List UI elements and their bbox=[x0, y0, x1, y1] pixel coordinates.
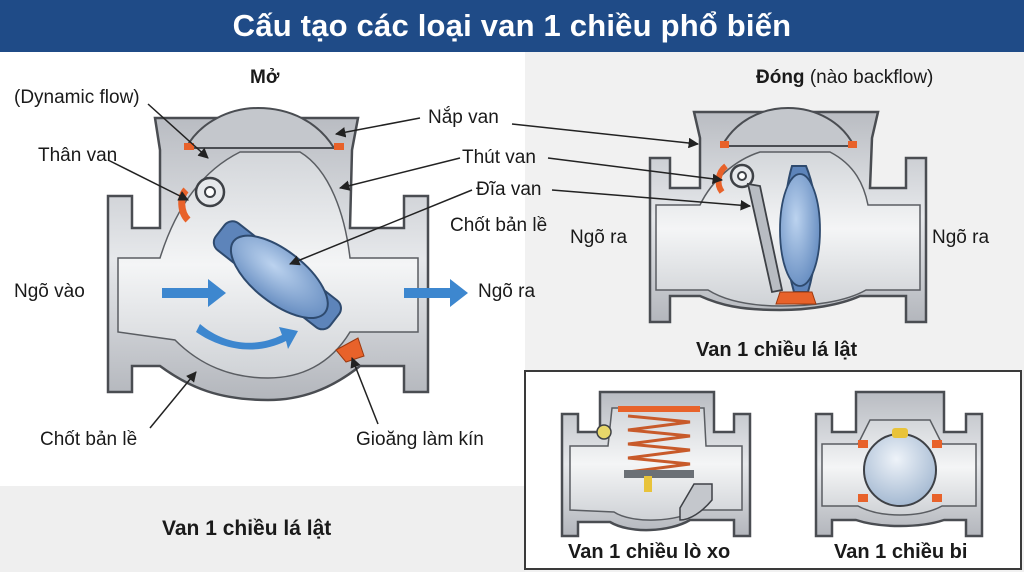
label-hinge-pin-2: Chốt bản lề bbox=[450, 215, 548, 236]
valve-cover bbox=[184, 106, 336, 149]
title-bar: Cấu tạo các loại van 1 chiều phổ biến bbox=[0, 0, 1024, 52]
state-label-open: Mở bbox=[250, 67, 280, 88]
state-note-closed: (nào backflow) bbox=[809, 67, 934, 88]
swing-check-valve-closed bbox=[511, 106, 928, 324]
flow-arrow bbox=[196, 324, 298, 350]
ball-check-valve bbox=[814, 390, 984, 538]
label-outlet-right: Ngõ ra bbox=[932, 227, 990, 248]
label-disc: Đĩa van bbox=[476, 179, 542, 200]
open-valve-caption-band bbox=[0, 486, 525, 572]
caption-ball-valve: Van 1 chiều bi bbox=[834, 541, 968, 563]
spring-check-valve bbox=[560, 390, 752, 538]
ball bbox=[863, 433, 937, 507]
label-seal: Gioăng làm kín bbox=[356, 429, 484, 450]
label-inlet: Ngõ vào bbox=[14, 281, 85, 302]
label-dynamic-flow: (Dynamic flow) bbox=[14, 87, 140, 108]
caption-spring-valve: Van 1 chiều lò xo bbox=[568, 541, 731, 563]
state-label-closed-wrap: Đóng (nào backflow) bbox=[756, 68, 933, 87]
label-outlet-left: Ngõ ra bbox=[570, 227, 628, 248]
caption-swing-open: Van 1 chiều lá lật bbox=[162, 517, 332, 540]
label-outlet: Ngõ ra bbox=[478, 281, 536, 302]
label-valve-body: Thân van bbox=[38, 145, 118, 166]
flow-arrow bbox=[162, 279, 226, 307]
label-cover: Nắp van bbox=[428, 107, 499, 128]
caption-swing-closed: Van 1 chiều lá lật bbox=[696, 339, 858, 361]
page-title: Cấu tạo các loại van 1 chiều phổ biến bbox=[232, 8, 792, 43]
swing-check-valve-open bbox=[106, 103, 473, 429]
state-label-closed: Đóng bbox=[756, 67, 805, 88]
label-stem: Thút van bbox=[462, 147, 536, 168]
seal-gasket bbox=[335, 337, 365, 363]
flow-arrow bbox=[404, 279, 468, 307]
label-hinge-pin: Chốt bản lề bbox=[40, 429, 138, 450]
valve-disc bbox=[212, 220, 342, 331]
spring bbox=[627, 414, 691, 474]
